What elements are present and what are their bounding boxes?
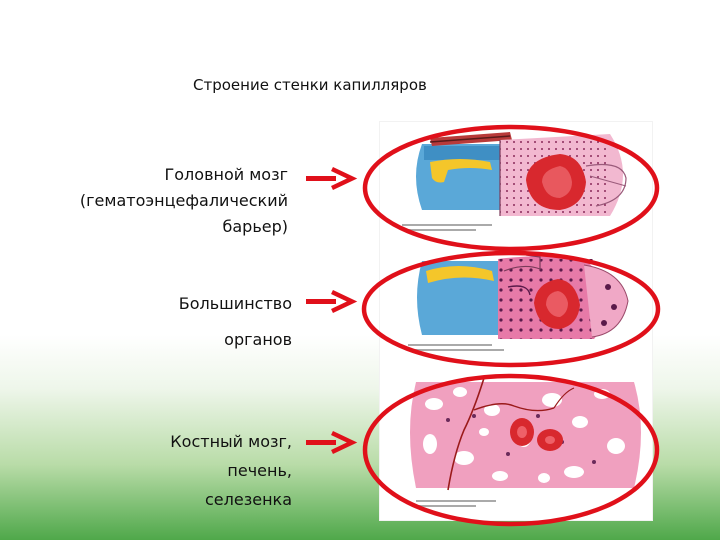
label-marrow-liver-spleen: Костный мозг, печень, селезенка (170, 427, 292, 514)
label-line: печень, (227, 461, 292, 480)
caption-placeholder (402, 224, 502, 231)
slide-title: Строение стенки капилляров (193, 76, 427, 94)
label-line: (гематоэнцефалический (79, 191, 288, 210)
label-line: Костный мозг, (170, 432, 292, 451)
caption-placeholder (416, 500, 506, 507)
arrow-right-icon (306, 289, 358, 314)
caption-placeholder (408, 344, 508, 351)
label-line: Большинство (178, 294, 292, 313)
continuous-capillary-illustration (416, 132, 627, 216)
fenestrated-capillary-illustration (417, 254, 629, 339)
label-line: селезенка (205, 490, 292, 509)
label-line: барьер) (222, 217, 289, 236)
arrow-right-icon (306, 430, 358, 455)
highlight-ring (362, 124, 660, 252)
highlight-ring (362, 373, 660, 527)
sinusoidal-capillary-illustration (410, 377, 641, 491)
arrow-right-icon (306, 166, 358, 191)
label-brain-bbb: Головной мозг (гематоэнцефалический барь… (80, 162, 288, 240)
label-most-organs: Большинство органов (179, 286, 292, 358)
label-line: Головной мозг (164, 165, 289, 184)
highlight-ring (361, 250, 661, 368)
label-line: органов (224, 330, 292, 349)
